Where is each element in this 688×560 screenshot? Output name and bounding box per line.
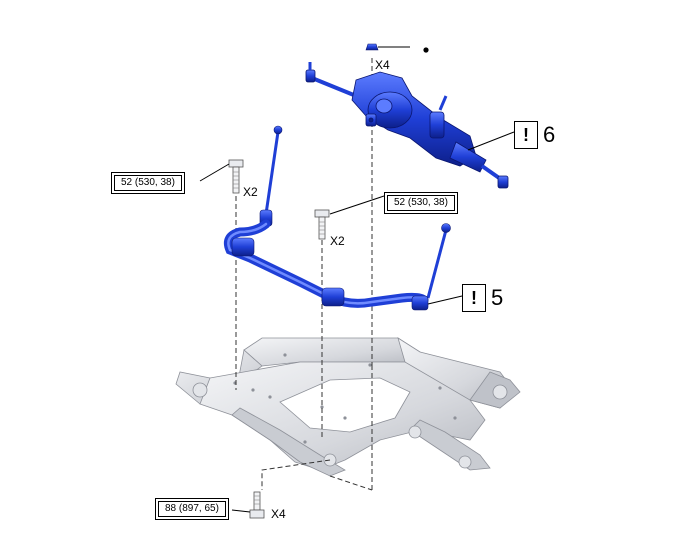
torque-spec-bottom-text: 88 (897, 65) (158, 501, 226, 517)
callout-number-5: 5 (491, 285, 504, 310)
bolt-left (199, 159, 244, 194)
torque-spec-center-text: 52 (530, 38) (387, 195, 455, 211)
steering-nut (365, 43, 429, 53)
bolt-center (314, 195, 385, 240)
callout-number-6: 6 (543, 122, 556, 147)
qty-left-bolt: X2 (243, 185, 258, 199)
steering-gear-assembly (305, 62, 509, 189)
torque-spec-center: 52 (530, 38) (384, 192, 458, 214)
filled-dot-icon (423, 47, 429, 53)
torque-spec-left-text: 52 (530, 38) (114, 175, 182, 191)
bolt-bottom (231, 491, 265, 519)
callout-stabilizer-bar: ! 5 (462, 284, 503, 312)
qty-center-bolt: X2 (330, 234, 345, 248)
qty-top-nut: X4 (375, 58, 390, 72)
callout-leader-5 (427, 295, 463, 305)
caution-icon: ! (462, 284, 486, 312)
torque-spec-bottom: 88 (897, 65) (155, 498, 229, 520)
qty-bottom-bolt: X4 (271, 507, 286, 521)
torque-spec-left: 52 (530, 38) (111, 172, 185, 194)
front-suspension-crossmember (175, 337, 521, 477)
callout-leader-6 (467, 131, 515, 151)
callout-steering-gear: ! 6 (514, 121, 555, 149)
caution-icon: ! (514, 121, 538, 149)
stabilizer-bar (223, 125, 451, 311)
